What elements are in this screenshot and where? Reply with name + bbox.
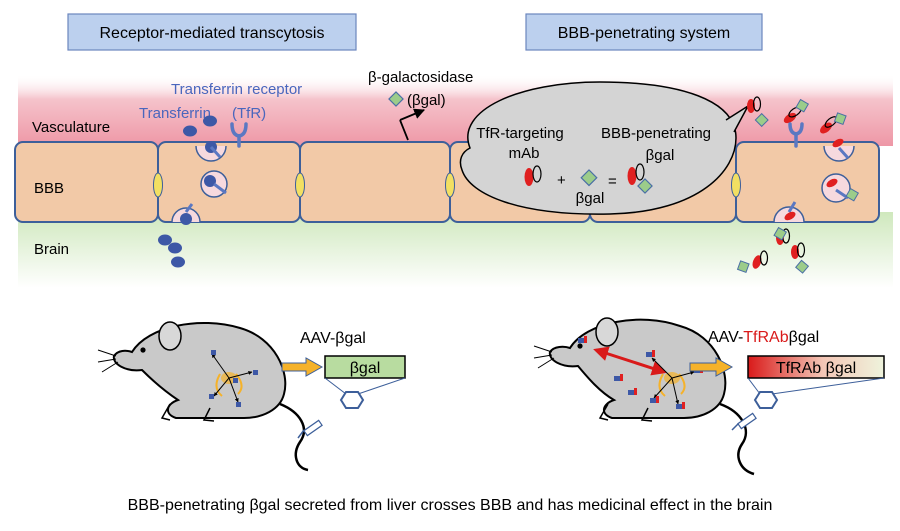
tfr-abbr-label: (TfR) [232, 105, 266, 122]
caption: BBB-penetrating βgal secreted from liver… [128, 497, 773, 514]
right-header-text: BBB-penetrating system [558, 25, 731, 42]
tfr-receptor-icon [230, 122, 248, 148]
vasculature-label: Vasculature [32, 119, 110, 136]
right-header-box [525, 13, 763, 51]
yellow-arrow-right [689, 357, 734, 377]
beta-gal-abbr-label: (βgal) [407, 92, 446, 109]
mouse-body [112, 322, 287, 419]
yellow-arrow-left [281, 357, 324, 377]
aav-capsid-right-icon [753, 391, 779, 409]
transferrin-dots-vasc [183, 115, 217, 137]
bbb-penetrating-label: BBB-penetrating [601, 125, 711, 142]
tfrab-bgal-gene-box [747, 355, 885, 379]
tfr-receptors-right [788, 122, 804, 148]
tfrab-bgal-gene-label: TfRAb βgal [776, 360, 856, 377]
bbb-cell [735, 141, 880, 223]
aav-vector-left-lines [324, 377, 406, 395]
transferrin-dots-brain [158, 234, 185, 268]
equals-sign: = [608, 173, 617, 190]
fusion-proteins-brain [736, 226, 810, 274]
aav-bgal-label: AAV-βgal [300, 330, 366, 347]
bbb-cell [299, 141, 451, 223]
bbb-penetrating-bgal-label: βgal [646, 147, 675, 164]
bgal-suffix: βgal [789, 329, 820, 346]
vasculature-layer [18, 74, 893, 146]
brain-label: Brain [34, 241, 69, 258]
bgal-gene-box [324, 355, 406, 379]
tfr-targeting-label: TfR-targeting [476, 125, 564, 142]
bgal-gene-label: βgal [350, 360, 381, 377]
transferrin-label: Transferrin [139, 105, 211, 122]
aav-capsid-left-icon [339, 391, 365, 409]
fusion-proteins-vasc [747, 96, 847, 134]
transferrin-receptor-label: Transferrin receptor [171, 81, 302, 98]
beta-gal-arrow [399, 110, 424, 141]
antibody-icon [524, 165, 542, 186]
tfrab-highlight: TfRAb [743, 329, 788, 346]
aav-tfrab-bgal-label: AAV-TfRAbβgal [708, 329, 819, 346]
beta-gal-diamond-icon [388, 91, 404, 107]
mouse-left [97, 321, 323, 472]
mouse-right [533, 317, 757, 476]
beta-gal-label: β-galactosidase [368, 69, 473, 86]
mab-label: mAb [509, 145, 540, 162]
left-header-text: Receptor-mediated transcytosis [100, 25, 325, 42]
fusion-protein-icon [627, 163, 653, 194]
bgal-label: βgal [576, 190, 605, 207]
aav-vector-right-lines [747, 377, 885, 395]
aav-prefix: AAV- [708, 329, 743, 346]
vesicles-right [773, 138, 860, 223]
transcytosis-vesicles [171, 141, 228, 225]
bgal-diamond-icon [580, 169, 598, 187]
brain-layer [18, 212, 893, 288]
left-header-box [67, 13, 357, 51]
bbb-label: BBB [34, 180, 64, 197]
plus-sign: + [557, 172, 566, 189]
